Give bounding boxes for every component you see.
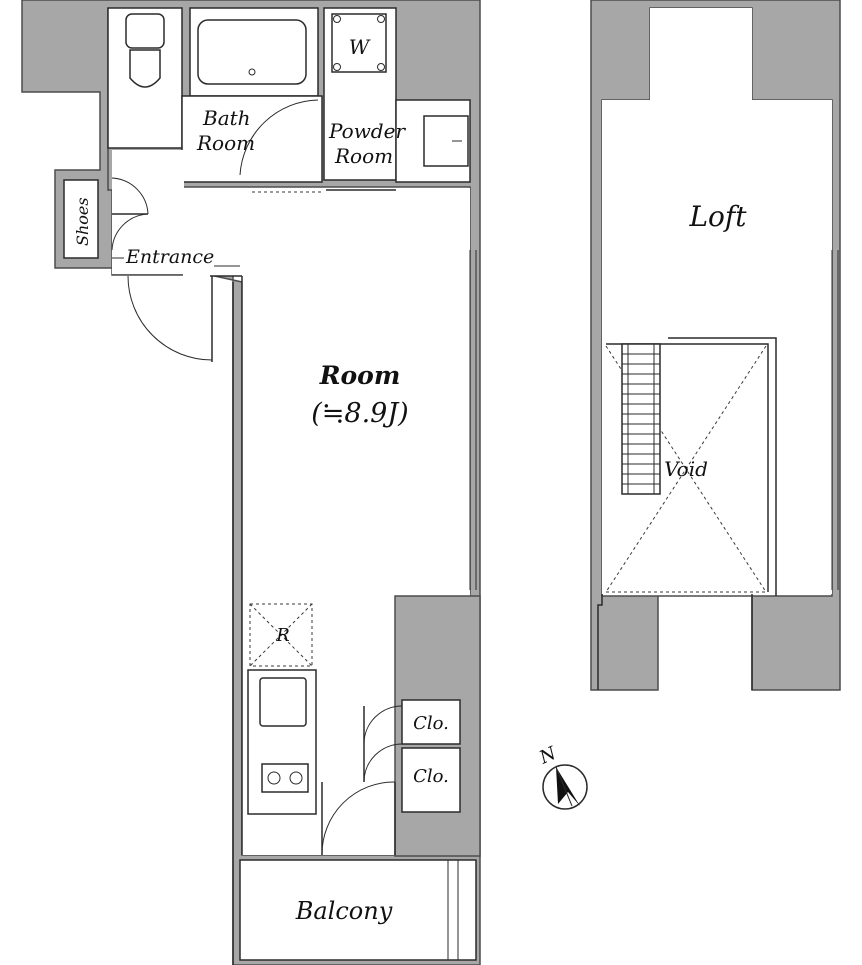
shoes-label: Shoes <box>73 197 92 246</box>
room-label: Room <box>319 361 401 390</box>
bathtub-icon <box>197 19 307 85</box>
void-label: Void <box>664 457 708 481</box>
compass-icon: N <box>535 742 588 810</box>
fridge-label: R <box>275 625 290 646</box>
powder-room-label-line2: Room <box>334 144 393 168</box>
powder-room-label-line1: Powder <box>328 119 406 143</box>
stairs-icon <box>621 343 661 495</box>
room-interior <box>242 188 470 596</box>
closet-lower-label: Clo. <box>413 766 449 787</box>
toilet-icon <box>125 13 165 88</box>
bath-door-arc <box>239 99 319 176</box>
closet-upper: Clo. <box>401 699 461 745</box>
kitchen-sink-icon <box>259 677 307 727</box>
washer-icon: W <box>331 13 387 73</box>
room-size-label: (≒8.9J) <box>311 398 408 429</box>
entrance-label: Entrance <box>125 246 214 268</box>
vanity-sink-icon <box>423 115 469 167</box>
closet-upper-label: Clo. <box>413 713 449 734</box>
compass-north-label: N <box>535 742 560 769</box>
shoes-cabinet: Shoes <box>63 179 99 259</box>
closet-lower: Clo. <box>401 747 461 813</box>
bath-room <box>181 95 323 183</box>
washer-label: W <box>349 35 371 59</box>
kitchen-counter <box>247 669 317 815</box>
fridge-icon: R <box>249 603 313 667</box>
balcony-door-arc <box>321 781 396 856</box>
hall-interior <box>183 188 243 276</box>
stove-icon <box>261 763 309 793</box>
bath-room-label-line2: Room <box>196 131 255 155</box>
balcony-label: Balcony <box>295 897 393 925</box>
bath-room-label-line1: Bath <box>202 106 251 130</box>
balcony: Balcony <box>239 859 477 961</box>
entrance-doors <box>111 177 240 362</box>
loft-label: Loft <box>688 200 747 233</box>
